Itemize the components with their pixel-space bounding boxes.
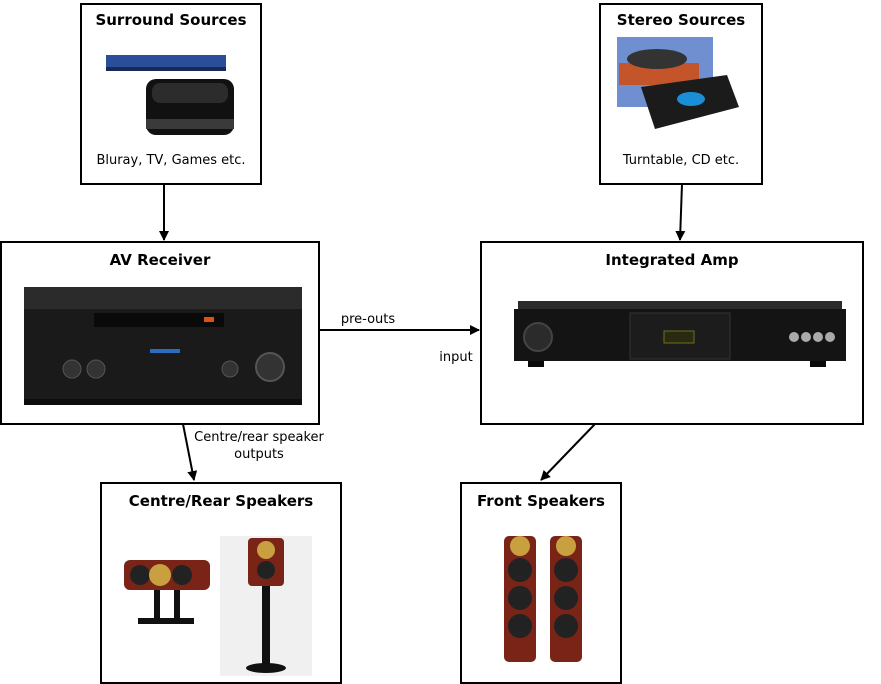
av-receiver-image [24, 287, 302, 405]
surround-sources-title: Surround Sources [95, 11, 247, 29]
centre-rear-speakers-image [124, 536, 312, 676]
arrow-amp-to-front [540, 423, 596, 481]
input-label: input [439, 350, 473, 365]
av-receiver-node: AV Receiver [0, 241, 320, 425]
centre-rear-speakers-title: Centre/Rear Speakers [128, 492, 314, 510]
integrated-amp-image [514, 301, 846, 367]
integrated-amp-title: Integrated Amp [605, 251, 739, 269]
stereo-sources-caption: Turntable, CD etc. [622, 153, 740, 168]
centre-rear-outputs-label-line2: outputs [234, 447, 284, 462]
front-speakers-node: Front Speakers [460, 482, 622, 684]
av-receiver-title: AV Receiver [109, 251, 211, 269]
centre-rear-speakers-node: Centre/Rear Speakers [100, 482, 342, 684]
stereo-sources-node: Stereo Sources Turntable, CD etc. [599, 3, 763, 185]
front-speakers-image [504, 536, 582, 662]
pre-outs-label: pre-outs [340, 312, 396, 327]
surround-sources-caption: Bluray, TV, Games etc. [96, 153, 246, 168]
surround-sources-node: Surround Sources Bluray, TV, Games etc. [80, 3, 262, 185]
bluray-ps3-image [106, 55, 234, 135]
front-speakers-title: Front Speakers [477, 492, 605, 510]
arrow-av-to-centre [182, 423, 198, 481]
stereo-sources-title: Stereo Sources [616, 11, 746, 29]
arrow-stereo-to-amp [675, 183, 686, 241]
integrated-amp-node: Integrated Amp [480, 241, 864, 425]
centre-rear-outputs-label-line1: Centre/rear speaker [194, 430, 324, 445]
turntable-cd-image [617, 37, 739, 129]
